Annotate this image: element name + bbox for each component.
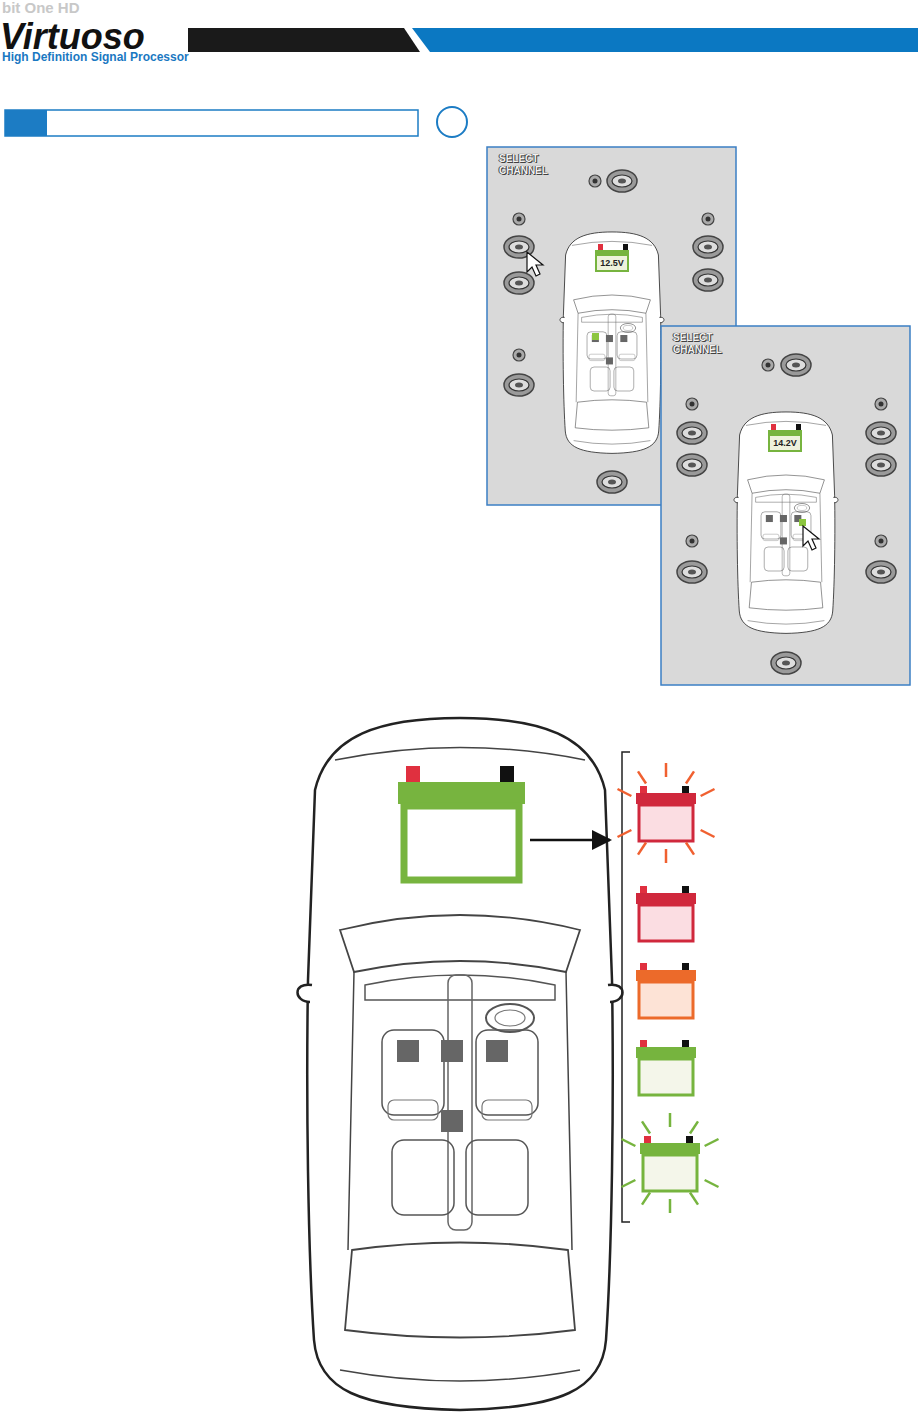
- brand-line: bit One HD: [2, 0, 80, 17]
- screen-panel: SELECT CHANNEL 14.2V: [661, 326, 910, 685]
- product-subtitle: High Definition Signal Processor: [2, 51, 189, 64]
- battery-icon: [636, 963, 696, 1018]
- voltage-value: 14.2V: [773, 438, 797, 448]
- battery-indicator: 12.5V: [595, 250, 629, 272]
- screen-panel: SELECT CHANNEL 12.5V: [487, 147, 736, 505]
- screen-heading: SELECT CHANNEL: [673, 332, 735, 355]
- battery-icon: [636, 1040, 696, 1095]
- battery-terminals: [768, 424, 808, 430]
- screen-heading: SELECT CHANNEL: [499, 153, 561, 176]
- battery-indicator: 14.2V: [768, 430, 802, 452]
- battery-icon: [636, 886, 696, 941]
- battery-icon: [618, 763, 715, 863]
- battery-icon: [622, 1113, 719, 1213]
- voltage-value: 12.5V: [600, 258, 624, 268]
- battery-terminals: [595, 244, 635, 250]
